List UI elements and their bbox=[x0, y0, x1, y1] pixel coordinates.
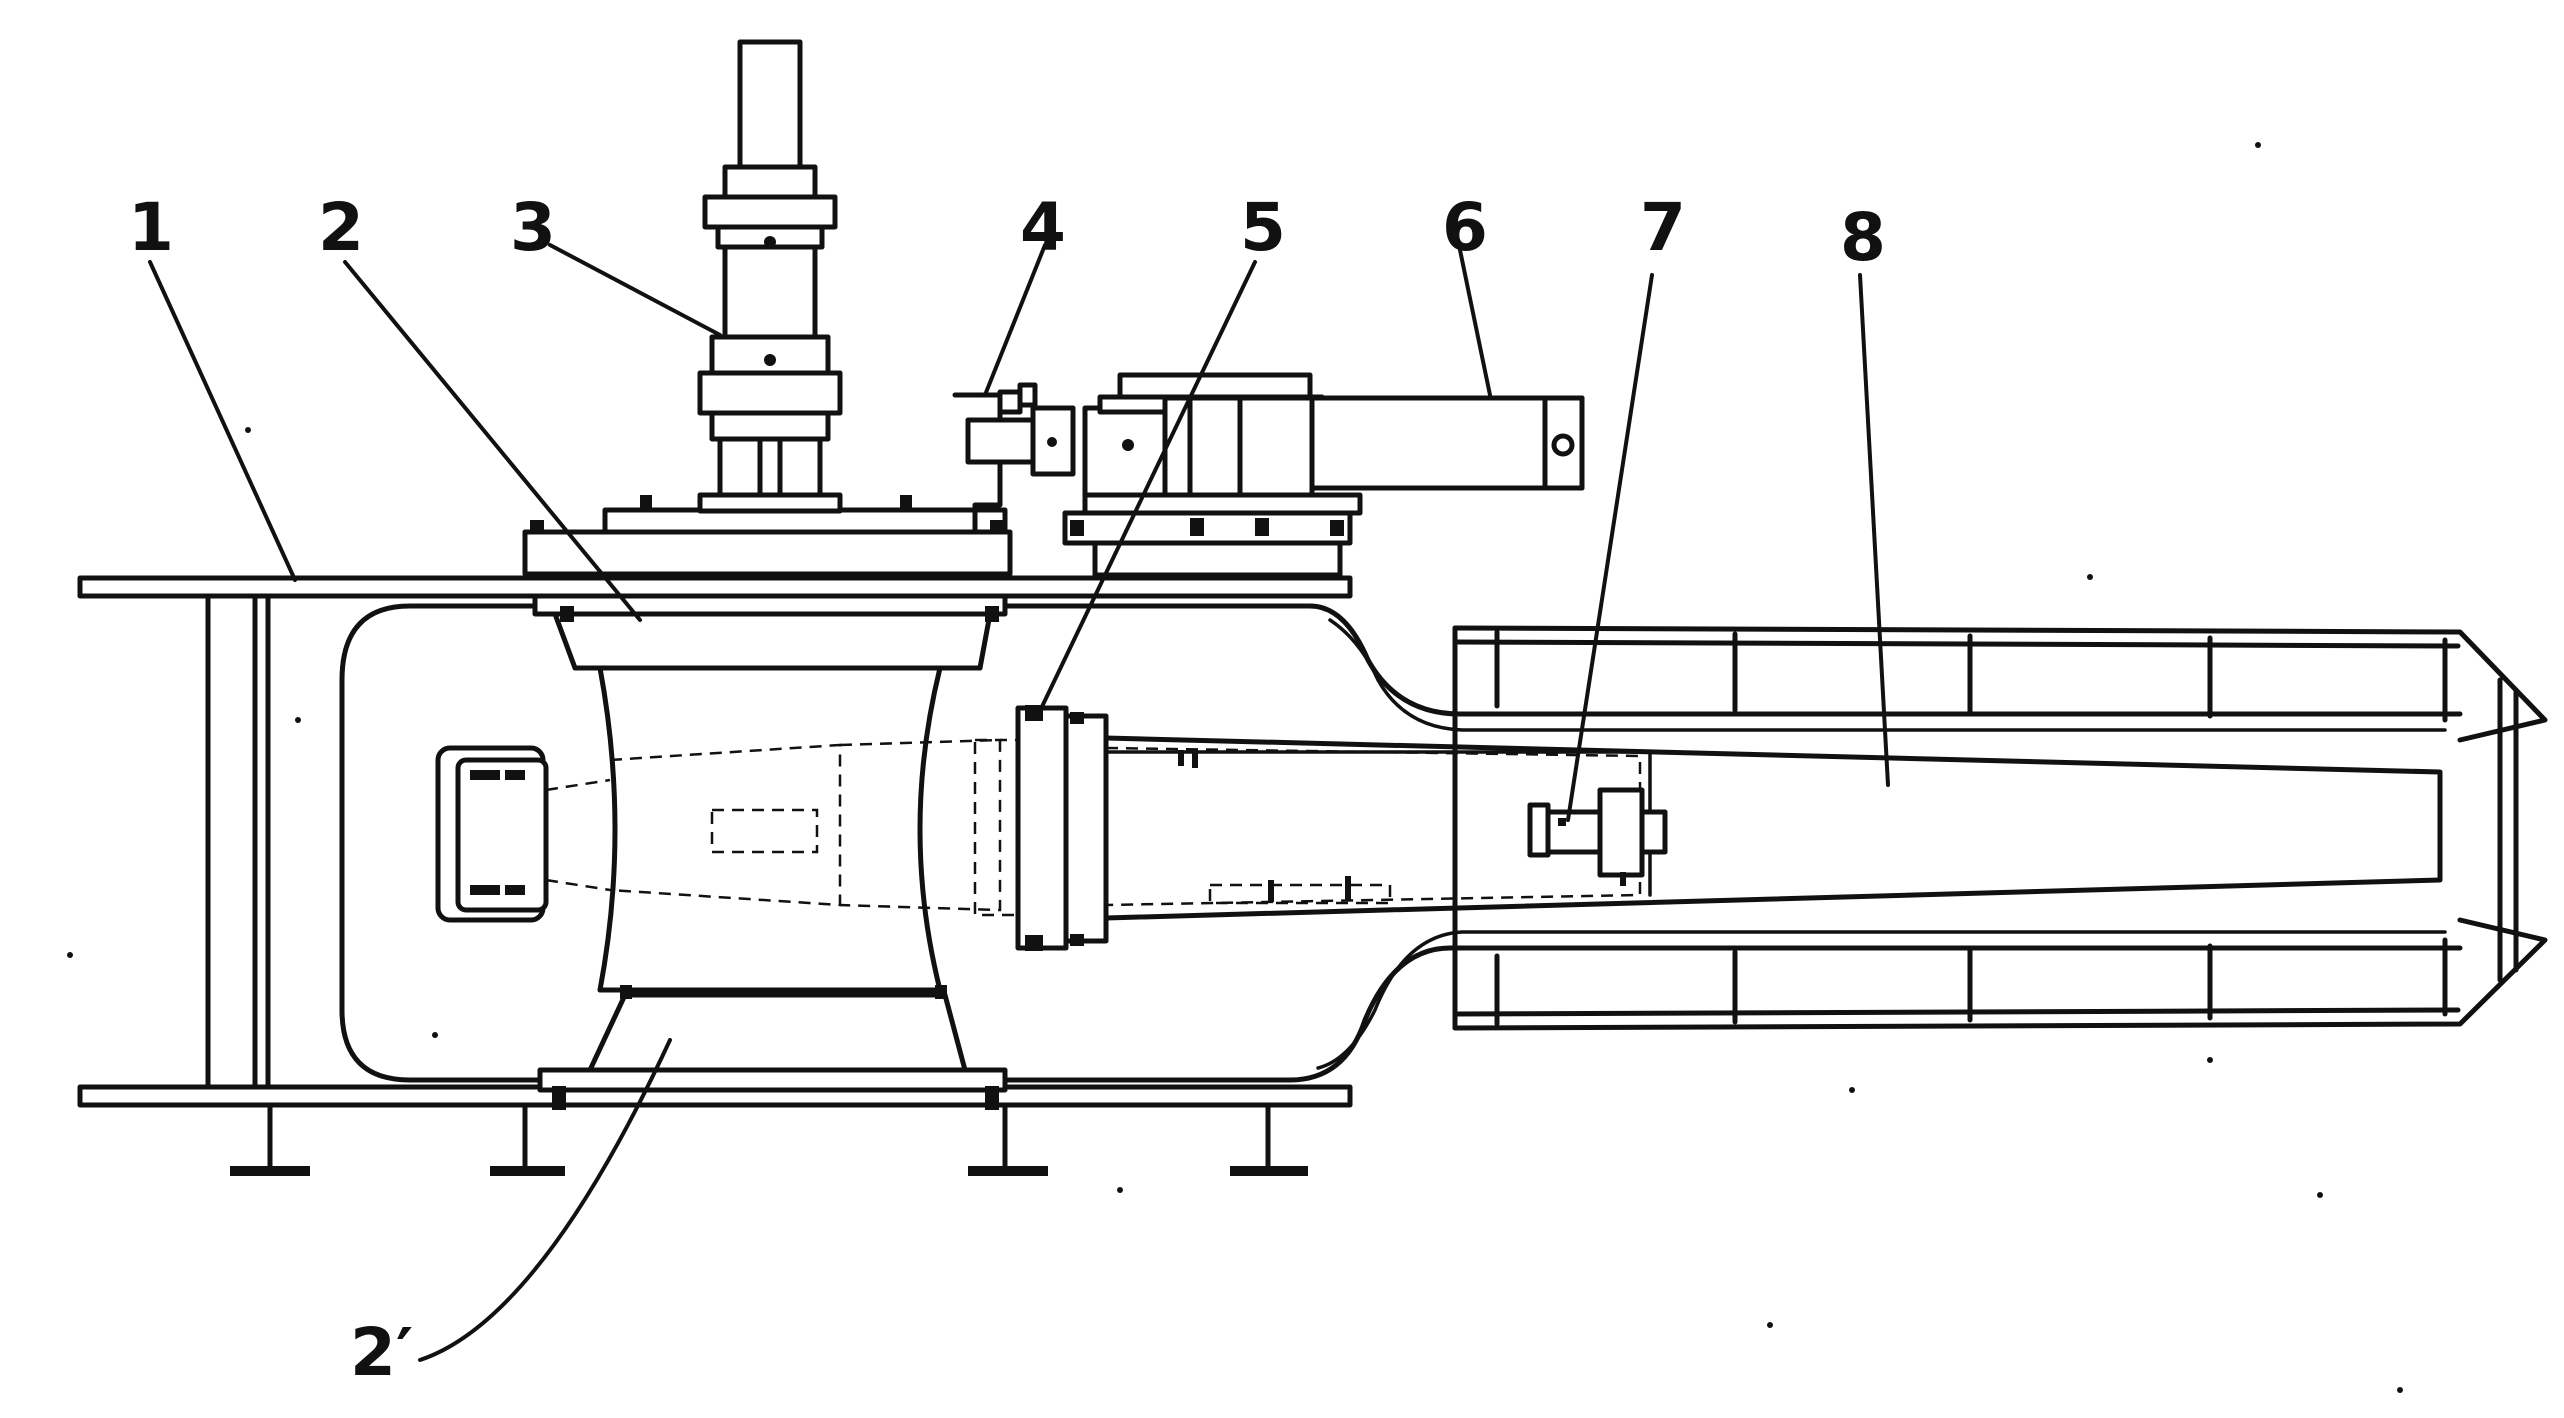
scan-speckles bbox=[67, 142, 2403, 1393]
label-7: 7 bbox=[1640, 189, 1686, 266]
label-4: 4 bbox=[1020, 189, 1066, 266]
label-8: 8 bbox=[1840, 199, 1886, 276]
label-2: 2 bbox=[318, 189, 364, 266]
label-6: 6 bbox=[1442, 189, 1488, 266]
arm-8 bbox=[1103, 735, 2443, 921]
internal-dashed-left bbox=[609, 738, 1002, 912]
outer-channel bbox=[1452, 625, 2548, 1031]
leader-lines bbox=[148, 243, 1890, 1362]
part-labels: 1 2 3 4 5 6 7 8 2′ bbox=[128, 189, 1886, 1391]
upper-bearing-block-2 bbox=[522, 495, 1013, 671]
arm-fitting-7 bbox=[1527, 787, 1668, 886]
label-1: 1 bbox=[128, 189, 174, 266]
frame-feet bbox=[230, 1102, 1308, 1176]
inner-housing bbox=[339, 603, 2463, 1083]
cylinder-base bbox=[1062, 492, 1363, 578]
label-5: 5 bbox=[1240, 189, 1286, 266]
channel-ribs bbox=[1494, 629, 2519, 1027]
rotor-drum bbox=[597, 665, 943, 993]
bracket-4 bbox=[952, 382, 1076, 533]
coupling-flange-5 bbox=[973, 705, 1109, 951]
lower-bearing-block-2prime bbox=[537, 985, 1008, 1110]
drive-column-3 bbox=[697, 39, 843, 514]
label-3: 3 bbox=[510, 189, 556, 266]
left-hub bbox=[435, 745, 611, 923]
label-2-prime: 2′ bbox=[350, 1314, 413, 1391]
cylinder-6 bbox=[1062, 372, 1585, 578]
